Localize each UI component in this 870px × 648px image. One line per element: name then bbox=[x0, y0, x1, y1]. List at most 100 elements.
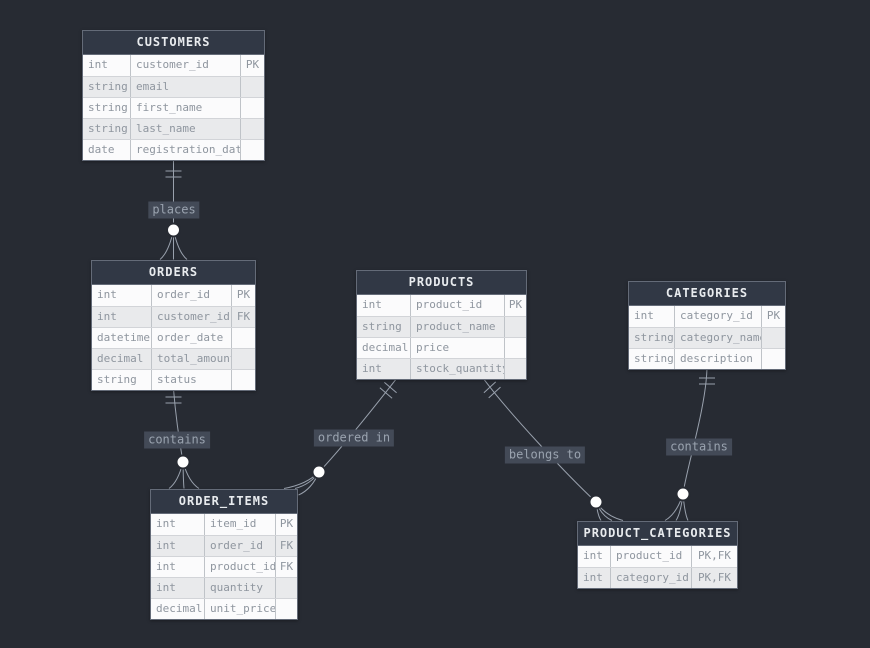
table-title-products[interactable]: PRODUCTS bbox=[357, 271, 526, 295]
column-type-cell: int bbox=[629, 306, 675, 327]
column-name-cell: email bbox=[131, 77, 241, 97]
column-type-cell: int bbox=[83, 55, 131, 76]
relationship-label-categories-product-categories[interactable]: contains bbox=[666, 438, 732, 456]
column-type-cell: int bbox=[578, 568, 611, 588]
column-key-cell bbox=[241, 98, 264, 118]
column-type-cell: date bbox=[83, 140, 131, 160]
column-type-cell: string bbox=[83, 119, 131, 139]
column-type-cell: string bbox=[357, 317, 411, 337]
cardinality-many-circle bbox=[675, 486, 691, 502]
edge-line bbox=[682, 367, 708, 495]
column-type-cell: decimal bbox=[151, 599, 205, 619]
column-key-cell: PK,FK bbox=[697, 571, 732, 584]
column-name-cell: category_name bbox=[675, 328, 762, 348]
table-title-order_items[interactable]: ORDER_ITEMS bbox=[151, 490, 297, 514]
column-key-cell: PK bbox=[766, 309, 781, 322]
column-name-cell: order_id bbox=[152, 285, 232, 306]
column-key-cell: PK bbox=[279, 517, 294, 530]
relationship-products-product-categories[interactable] bbox=[482, 377, 624, 521]
column-key-cell: FK bbox=[279, 539, 294, 552]
column-name-cell: customer_id bbox=[152, 307, 232, 327]
relationship-label-products-order-items[interactable]: ordered in bbox=[313, 429, 395, 447]
cardinality-one-tick bbox=[384, 382, 397, 394]
column-name-cell: product_id bbox=[411, 295, 505, 316]
column-key-cell bbox=[505, 359, 526, 379]
column-name-cell: stock_quantity bbox=[411, 359, 505, 379]
column-type-cell: string bbox=[629, 328, 675, 348]
relationship-orders-order-items[interactable] bbox=[165, 388, 200, 489]
column-key-cell bbox=[276, 599, 297, 619]
column-type-cell: int bbox=[151, 514, 205, 535]
relationship-categories-product-categories[interactable] bbox=[664, 367, 715, 521]
column-name-cell: first_name bbox=[131, 98, 241, 118]
column-type-cell: string bbox=[629, 349, 675, 369]
column-name-cell: product_id bbox=[611, 546, 692, 567]
relationship-label-orders-order-items[interactable]: contains bbox=[144, 431, 210, 449]
table-title-orders[interactable]: ORDERS bbox=[92, 261, 255, 285]
column-key-cell: PK,FK bbox=[697, 549, 732, 562]
cardinality-one-tick bbox=[483, 381, 497, 394]
cardinality-many-circle bbox=[311, 464, 327, 480]
column-key-cell bbox=[241, 119, 264, 139]
column-type-cell: int bbox=[578, 546, 611, 567]
column-key-cell: FK bbox=[279, 560, 294, 573]
column-type-cell: datetime bbox=[92, 328, 152, 348]
column-name-cell: order_id bbox=[205, 536, 276, 556]
table-title-categories[interactable]: CATEGORIES bbox=[629, 282, 785, 306]
column-key-cell bbox=[762, 349, 785, 369]
relationship-products-order-items[interactable] bbox=[283, 377, 398, 496]
edge-line bbox=[173, 388, 184, 463]
column-type-cell: decimal bbox=[92, 349, 152, 369]
column-name-cell: customer_id bbox=[131, 55, 241, 76]
table-title-customers[interactable]: CUSTOMERS bbox=[83, 31, 264, 55]
column-name-cell: category_id bbox=[611, 568, 692, 588]
column-name-cell: registration_date bbox=[131, 140, 241, 160]
cardinality-one-tick bbox=[379, 387, 393, 399]
cardinality-many-circle bbox=[588, 494, 604, 510]
column-name-cell: status bbox=[152, 370, 232, 390]
relationship-label-customers-orders[interactable]: places bbox=[148, 201, 200, 219]
cardinality-many-circle bbox=[175, 454, 191, 470]
column-key-cell: PK bbox=[236, 288, 251, 301]
column-key-cell bbox=[762, 328, 785, 348]
relationship-label-products-product-categories[interactable]: belongs to bbox=[504, 446, 586, 464]
column-type-cell: string bbox=[83, 77, 131, 97]
table-title-product_categories[interactable]: PRODUCT_CATEGORIES bbox=[578, 522, 737, 546]
column-name-cell: order_date bbox=[152, 328, 232, 348]
column-key-cell bbox=[505, 338, 526, 358]
column-type-cell: string bbox=[92, 370, 152, 390]
column-key-cell bbox=[232, 328, 255, 348]
edge-line bbox=[482, 377, 597, 503]
